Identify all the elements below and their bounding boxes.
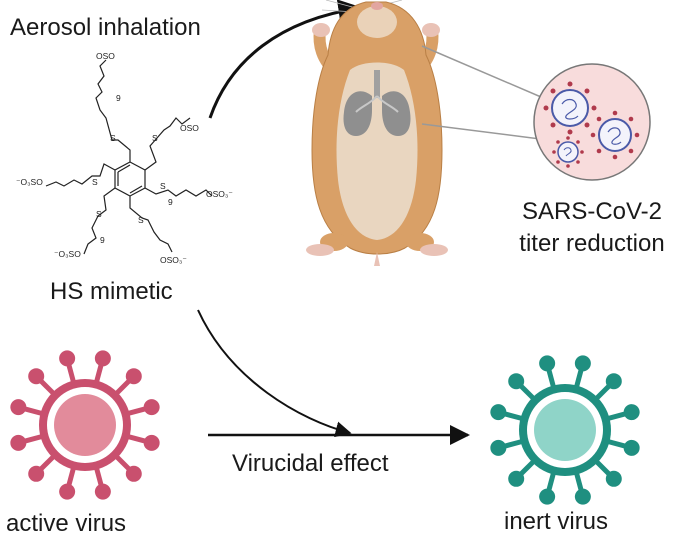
virus-spike xyxy=(37,454,56,473)
molecule-repeat-label: 9 xyxy=(100,235,105,245)
virus-spike-tip xyxy=(94,350,111,367)
molecule-sulfur-label: S xyxy=(96,209,102,219)
molecule-sulfur-label: S xyxy=(152,133,158,143)
virus-spike xyxy=(594,459,613,478)
virus-spike-tip xyxy=(59,350,76,367)
virus-spike-tip xyxy=(10,434,27,451)
molecule-sulfur-label: S xyxy=(160,181,166,191)
virus-spike xyxy=(606,438,628,449)
molecule-group-bottom-left: ⁻O₃SO xyxy=(54,249,81,259)
virus-spike xyxy=(114,377,133,396)
molecule-group-bottom-right: OSO₃⁻ xyxy=(160,255,187,265)
virus-spike xyxy=(126,406,148,417)
active-virus-icon xyxy=(10,350,160,500)
virus-spike xyxy=(93,466,104,488)
virus-spike-tip xyxy=(490,439,507,456)
molecule-repeat-label: 9 xyxy=(116,93,121,103)
lung-zoom-circle xyxy=(533,63,651,181)
virus-spike xyxy=(66,466,77,488)
hs-mimetic-label: HS mimetic xyxy=(50,278,173,305)
virus-spike-tip xyxy=(490,404,507,421)
virus-spike-tip xyxy=(143,399,160,416)
molecule-group-left: ⁻O₃SO xyxy=(16,177,43,187)
virus-spike xyxy=(126,433,148,444)
small-virus-icon xyxy=(552,136,584,168)
virus-spike xyxy=(37,377,56,396)
virus-spike-tip xyxy=(10,399,27,416)
virus-spike-tip xyxy=(508,373,525,390)
virus-spike-tip xyxy=(125,368,142,385)
virus-spike xyxy=(502,411,524,422)
virus-spike xyxy=(517,459,536,478)
sars-label-line1: SARS-CoV-2 xyxy=(521,198,663,225)
small-virus-icon xyxy=(543,81,597,135)
hs-mimetic-molecule xyxy=(45,59,213,255)
virus-spike xyxy=(114,454,133,473)
virus-spike-tip xyxy=(508,470,525,487)
virus-spike-tip xyxy=(59,483,76,500)
virus-spike xyxy=(517,382,536,401)
virucidal-effect-label: Virucidal effect xyxy=(232,450,389,477)
virus-spike xyxy=(22,433,44,444)
molecule-group-top-right: OSO xyxy=(180,123,199,133)
molecule-repeat-label: 9 xyxy=(168,197,173,207)
mimetic-arrow xyxy=(197,309,352,438)
virus-spike xyxy=(22,406,44,417)
virus-spike xyxy=(606,411,628,422)
molecule-sulfur-label: S xyxy=(138,215,144,225)
aerosol-arrow xyxy=(208,0,363,119)
virus-spike xyxy=(573,367,584,389)
virus-spike-tip xyxy=(539,488,556,505)
virus-spike xyxy=(546,471,557,493)
virus-spike xyxy=(66,362,77,384)
molecule-group-right: OSO₃⁻ xyxy=(206,189,233,199)
virus-spike-tip xyxy=(574,488,591,505)
small-virus-icon xyxy=(590,110,640,160)
virus-spike xyxy=(573,471,584,493)
lungs-icon xyxy=(343,70,411,136)
molecule-sulfur-label: S xyxy=(110,133,116,143)
virus-spike-tip xyxy=(28,368,45,385)
virus-spike-tip xyxy=(94,483,111,500)
molecule-group-top-left: OSO xyxy=(96,51,115,61)
virus-spike-tip xyxy=(574,355,591,372)
virus-spike-tip xyxy=(539,355,556,372)
virus-spike xyxy=(594,382,613,401)
virus-spike-tip xyxy=(623,404,640,421)
virus-spike-tip xyxy=(125,465,142,482)
virus-spike-tip xyxy=(623,439,640,456)
virus-spike-tip xyxy=(143,434,160,451)
hamster xyxy=(306,0,448,266)
virus-spike xyxy=(93,362,104,384)
virus-spike-tip xyxy=(605,470,622,487)
inert-virus-label: inert virus xyxy=(504,508,609,535)
inert-virus-icon xyxy=(490,355,640,505)
virus-spike xyxy=(502,438,524,449)
virus-spike xyxy=(546,367,557,389)
aerosol-inhalation-label: Aerosol inhalation xyxy=(10,14,201,41)
virus-spike-tip xyxy=(605,373,622,390)
virus-spike-tip xyxy=(28,465,45,482)
sars-label-line2: titer reduction xyxy=(519,230,665,257)
molecule-sulfur-label: S xyxy=(92,177,98,187)
active-virus-label: active virus xyxy=(6,510,127,537)
